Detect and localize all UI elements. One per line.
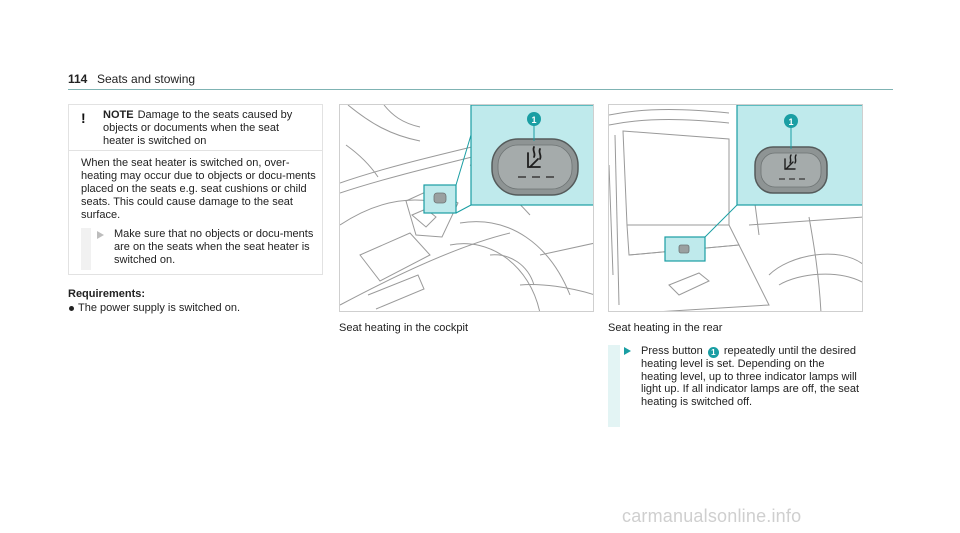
requirement-text: The power supply is switched on. (78, 302, 241, 314)
requirements-title: Requirements: (68, 288, 146, 300)
step-arrow-icon (624, 347, 631, 355)
rear-callout-1: 1 (788, 117, 793, 127)
watermark: carmanualsonline.info (622, 506, 802, 526)
cockpit-illustration: 1 (340, 105, 593, 311)
rear-illustration: 1 (609, 105, 862, 311)
step-arrow-icon (97, 231, 104, 239)
requirement-item: The power supply is switched on. (68, 302, 323, 315)
instruction-step: Press button 1 repeatedly until the desi… (608, 345, 863, 427)
cockpit-figure: 1 (339, 104, 594, 312)
exclamation-icon: ! (81, 110, 86, 126)
cockpit-caption: Seat heating in the cockpit (339, 322, 469, 334)
note-step: Make sure that no objects or docu-ments … (81, 228, 316, 270)
note-heading-text: Damage to the seats caused by objects or… (103, 109, 293, 147)
instruction-text-before: Press button (641, 345, 703, 357)
instruction-bar (608, 345, 620, 427)
callout-1-icon: 1 (707, 347, 719, 358)
instruction-text-after: repeatedly until the desired heating lev… (641, 345, 860, 408)
bullet-icon (69, 306, 74, 311)
step-bar (81, 228, 91, 270)
note-step-text: Make sure that no objects or docu-ments … (114, 228, 314, 266)
page-header: 114 Seats and stowing (68, 72, 893, 90)
instruction-text: Press button 1 repeatedly until the desi… (641, 345, 863, 408)
page-number: 114 (68, 72, 88, 86)
section-title: Seats and stowing (97, 72, 196, 86)
rear-caption: Seat heating in the rear (608, 322, 723, 334)
rear-figure: 1 (608, 104, 863, 312)
cockpit-callout-1: 1 (531, 115, 536, 125)
requirements: Requirements: The power supply is switch… (68, 288, 323, 315)
note-body: When the seat heater is switched on, ove… (81, 157, 316, 221)
note-label: NOTE (103, 109, 134, 121)
